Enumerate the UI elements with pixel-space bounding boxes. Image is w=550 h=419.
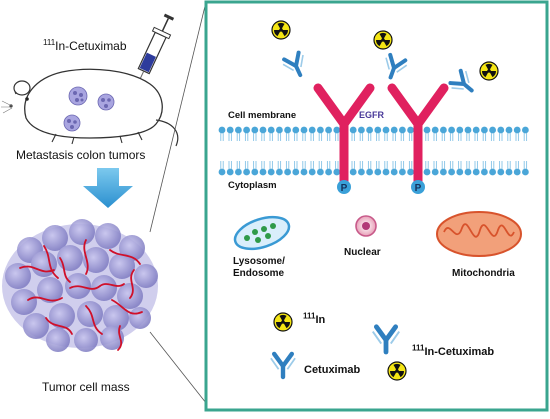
lysosome-label: Lysosome/ Endosome xyxy=(233,256,285,280)
egfr-receptor xyxy=(387,83,449,189)
cytoplasm-label: Cytoplasm xyxy=(228,180,277,191)
mitochondria-label: Mitochondria xyxy=(452,268,515,279)
injection-label-text: In-Cetuximab xyxy=(55,39,127,53)
lysosome-organelle xyxy=(233,215,291,251)
nuclear-label: Nuclear xyxy=(344,247,381,258)
egfr-label: EGFR xyxy=(359,110,385,120)
zoom-line-bottom xyxy=(149,331,211,409)
legend-conjugate-superscript: 111 xyxy=(412,343,425,353)
zoom-line-top xyxy=(149,1,207,233)
egfr-receptor xyxy=(313,83,375,189)
injection-label: 111In-Cetuximab xyxy=(43,38,127,54)
down-arrow-icon xyxy=(83,168,133,208)
radionuclide-legend-icon xyxy=(273,312,293,332)
phosphate-group: P xyxy=(337,180,351,194)
tumor-nodule xyxy=(97,93,115,111)
tumor-cell-mass xyxy=(2,219,158,352)
legend-radionuclide-superscript: 111 xyxy=(303,311,316,321)
legend-conjugate-text: In-Cetuximab xyxy=(424,346,495,358)
phospho-label: P xyxy=(415,183,422,194)
legend-radionuclide-label: 111In xyxy=(303,311,326,326)
legend-antibody-label: Cetuximab xyxy=(304,364,361,376)
phospho-label: P xyxy=(341,183,348,194)
legend-conjugate-label: 111In-Cetuximab xyxy=(412,343,495,358)
mitochondria-organelle xyxy=(436,211,522,257)
mouse-illustration xyxy=(1,68,179,147)
phosphate-group: P xyxy=(411,180,425,194)
isotope-superscript: 111 xyxy=(43,38,56,47)
cell-membrane-label: Cell membrane xyxy=(228,110,297,121)
nucleus-organelle xyxy=(355,215,377,237)
tumor-nodule xyxy=(63,114,81,132)
legend-radionuclide-text: In xyxy=(315,314,326,326)
lysosome-label-line1: Lysosome/ xyxy=(233,256,285,267)
mouse-caption: Metastasis colon tumors xyxy=(16,148,146,162)
tumor-nodule xyxy=(68,86,88,106)
cell-detail-frame xyxy=(204,0,549,412)
lysosome-label-line2: Endosome xyxy=(233,268,285,279)
syringe-icon xyxy=(137,13,175,84)
tumor-mass-caption: Tumor cell mass xyxy=(42,380,130,394)
